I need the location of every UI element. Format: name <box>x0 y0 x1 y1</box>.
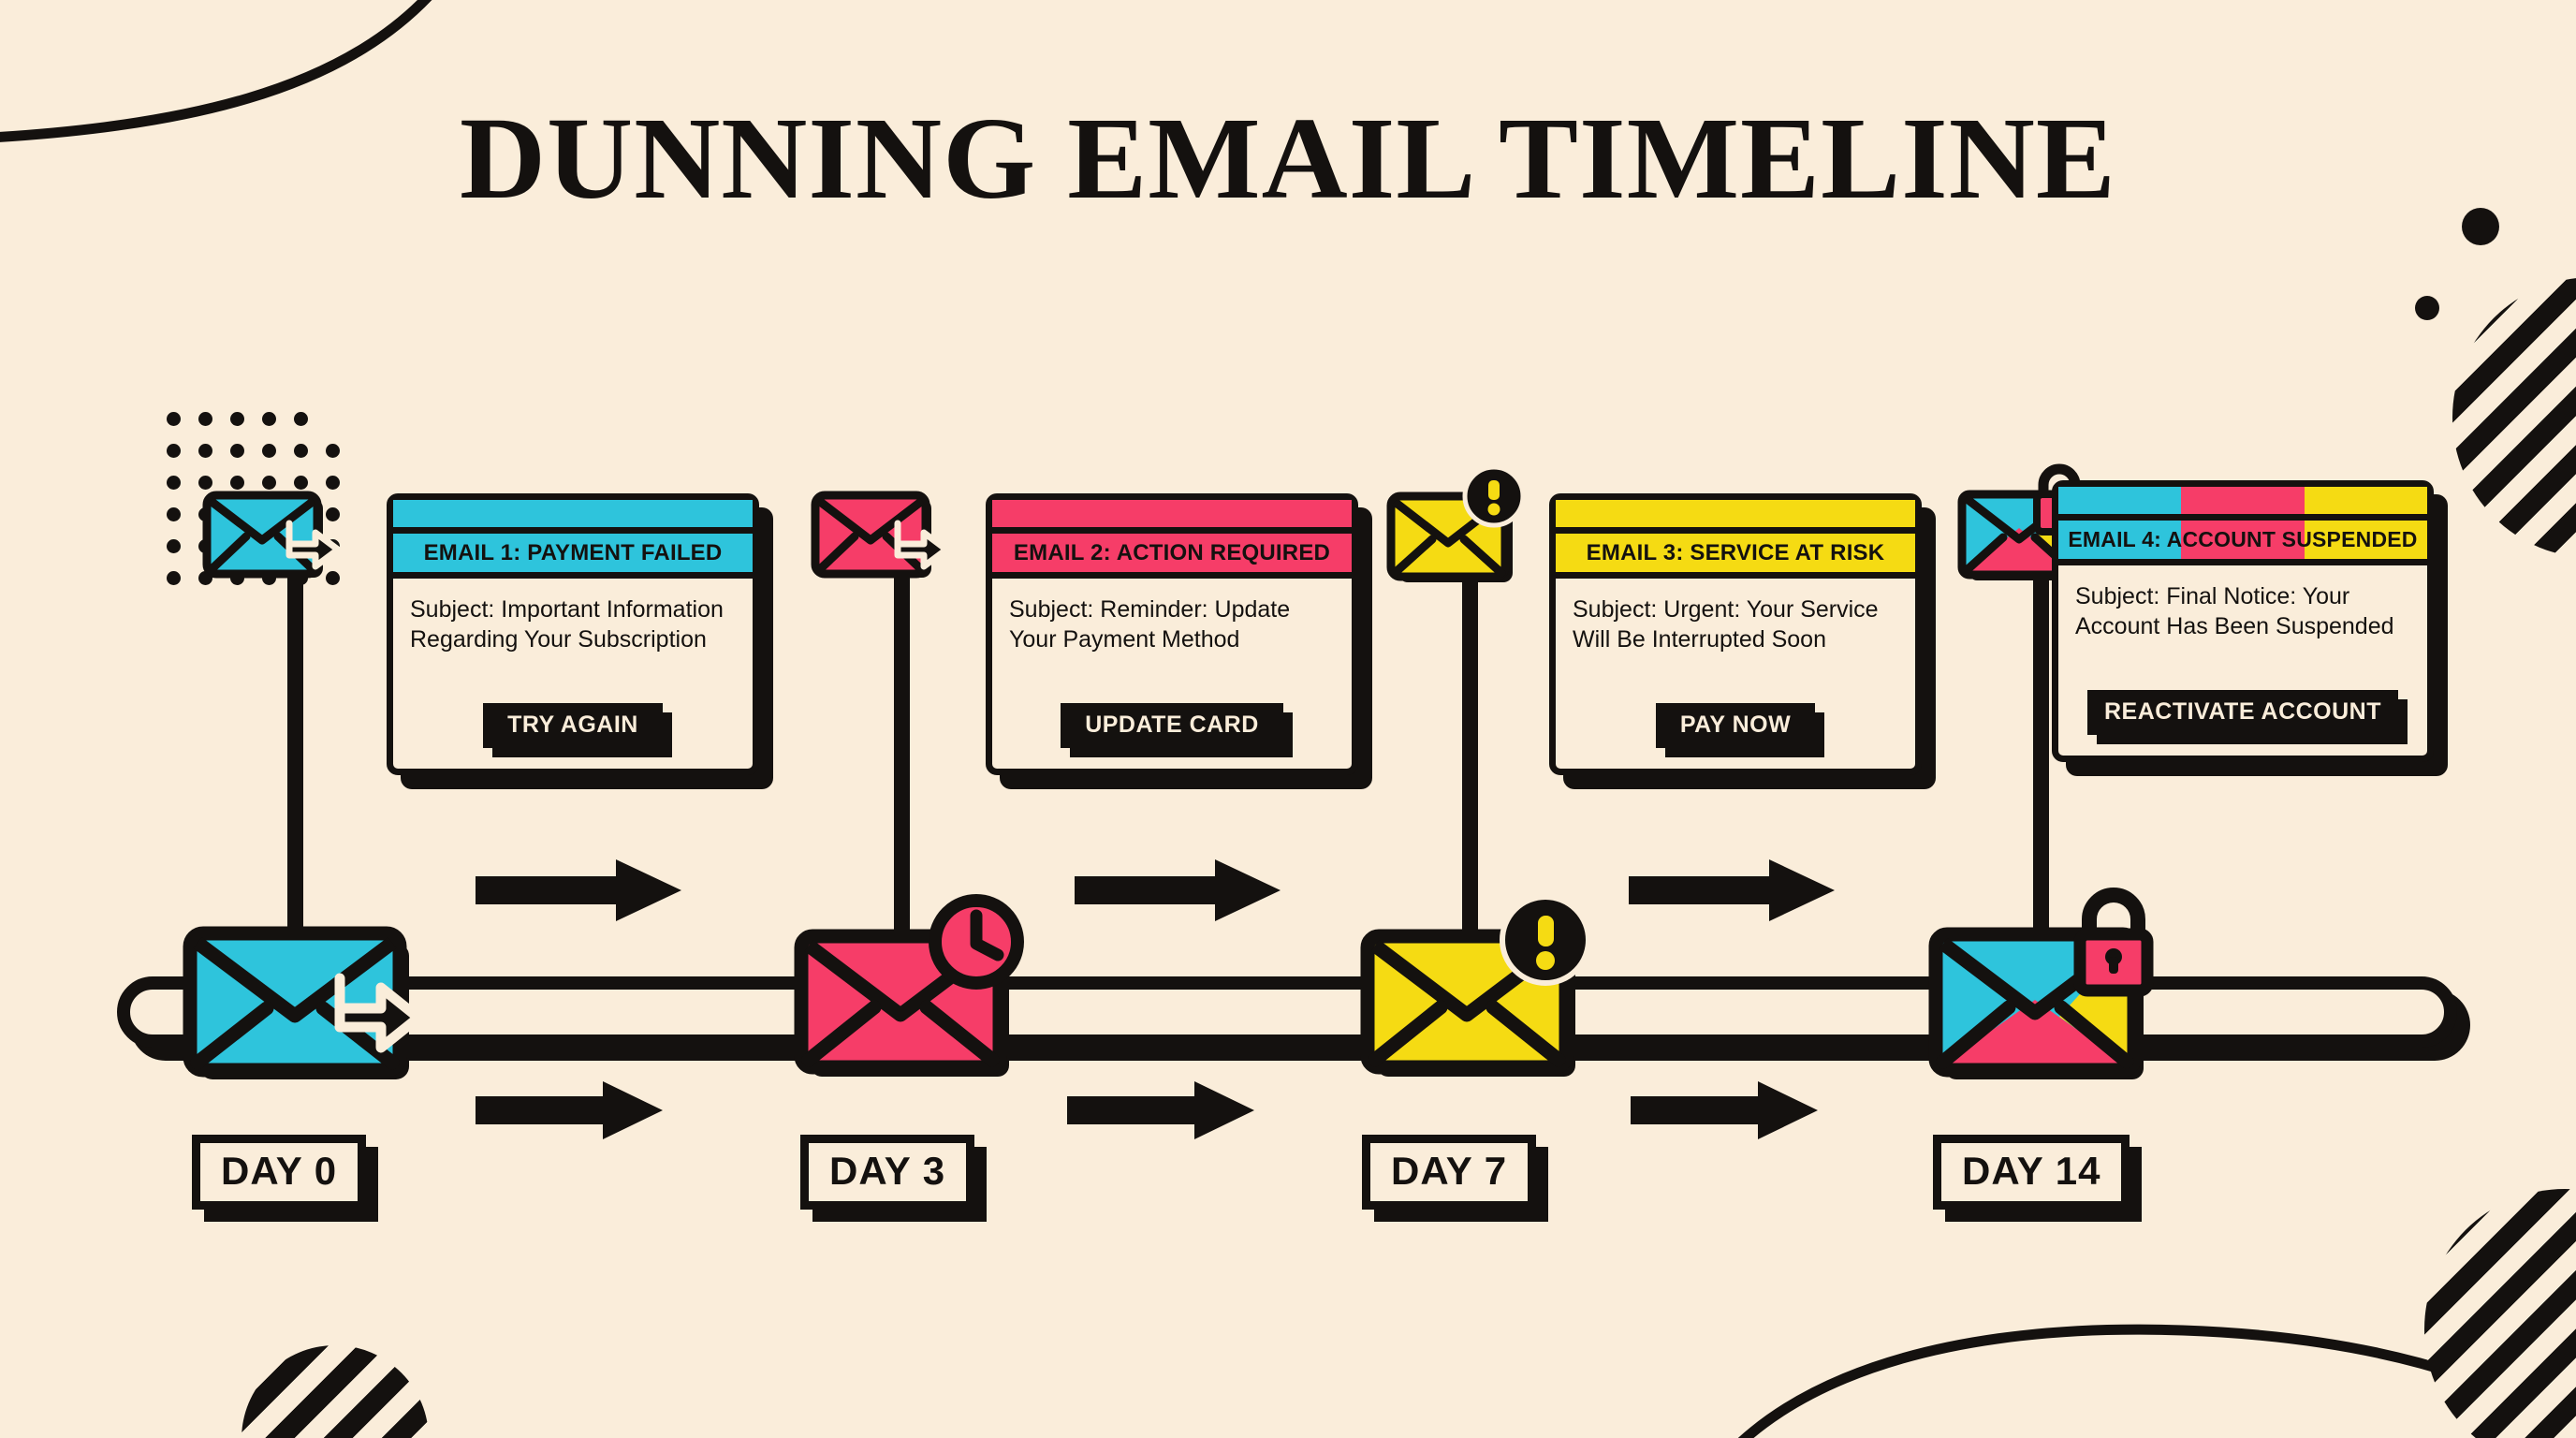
card-topbar <box>393 500 753 534</box>
card-topbar <box>992 500 1352 534</box>
envelope-arrow-icon-1 <box>192 491 347 585</box>
decorative-striped-circle-right <box>2452 277 2576 558</box>
email-card-2[interactable]: EMAIL 2: ACTION REQUIRED Subject: Remind… <box>986 493 1358 775</box>
milestone-envelope-day-0[interactable] <box>173 922 435 1091</box>
card-header-2: EMAIL 2: ACTION REQUIRED <box>992 534 1352 579</box>
decorative-striped-circle-bottom-left <box>242 1345 429 1438</box>
card-header-4: EMAIL 4: ACCOUNT SUSPENDED <box>2058 521 2427 565</box>
card-body: Subject: Important Information Regarding… <box>393 579 753 769</box>
connector-stem-3 <box>1462 524 1478 978</box>
day-label-3: DAY 3 <box>800 1135 975 1210</box>
envelope-alert-icon-3 <box>1376 464 1535 590</box>
envelope-arrow-icon-2 <box>800 491 956 585</box>
flow-arrow-icon <box>476 859 681 921</box>
cta-try-again[interactable]: TRY AGAIN <box>483 703 663 748</box>
card-topbar <box>1556 500 1915 534</box>
connector-stem-1 <box>287 524 303 978</box>
decorative-dot <box>2415 296 2439 320</box>
milestone-envelope-day-3[interactable] <box>784 894 1028 1093</box>
flow-arrow-icon <box>1629 859 1835 921</box>
day-label-7: DAY 7 <box>1362 1135 1537 1210</box>
card-header-1: EMAIL 1: PAYMENT FAILED <box>393 534 753 579</box>
cta-pay-now[interactable]: PAY NOW <box>1655 703 1816 748</box>
decorative-curve-bottom-right <box>1738 1324 2576 1438</box>
timeline-arrow-icon <box>1067 1081 1254 1139</box>
card-subject-2: Subject: Reminder: Update Your Payment M… <box>1009 596 1291 653</box>
card-header-4-label: EMAIL 4: ACCOUNT SUSPENDED <box>2068 527 2418 551</box>
card-header-3: EMAIL 3: SERVICE AT RISK <box>1556 534 1915 579</box>
decorative-dot <box>2462 208 2499 245</box>
email-card-4[interactable]: EMAIL 4: ACCOUNT SUSPENDED Subject: Fina… <box>2052 480 2434 762</box>
decorative-striped-circle-bottom-right <box>2424 1189 2576 1438</box>
milestone-envelope-day-7[interactable] <box>1351 894 1594 1093</box>
email-card-3[interactable]: EMAIL 3: SERVICE AT RISK Subject: Urgent… <box>1549 493 1922 775</box>
page-title: DUNNING EMAIL TIMELINE <box>460 95 2116 224</box>
connector-stem-2 <box>894 524 910 978</box>
connector-stem-4 <box>2033 524 2049 978</box>
card-subject-1: Subject: Important Information Regarding… <box>410 596 724 653</box>
timeline-arrow-icon <box>476 1081 663 1139</box>
milestone-envelope-day-14[interactable] <box>1919 888 2181 1098</box>
email-card-1[interactable]: EMAIL 1: PAYMENT FAILED Subject: Importa… <box>387 493 759 775</box>
card-body: Subject: Final Notice: Your Account Has … <box>2058 565 2427 756</box>
day-label-14: DAY 14 <box>1933 1135 2130 1210</box>
timeline-arrow-icon <box>1631 1081 1818 1139</box>
cta-update-card[interactable]: UPDATE CARD <box>1061 703 1283 748</box>
card-subject-4: Subject: Final Notice: Your Account Has … <box>2075 583 2394 639</box>
card-topbar-tri <box>2058 487 2427 521</box>
card-body: Subject: Reminder: Update Your Payment M… <box>992 579 1352 769</box>
day-label-0: DAY 0 <box>192 1135 367 1210</box>
card-body: Subject: Urgent: Your Service Will Be In… <box>1556 579 1915 769</box>
flow-arrow-icon <box>1075 859 1281 921</box>
card-subject-3: Subject: Urgent: Your Service Will Be In… <box>1573 596 1879 653</box>
cta-reactivate-account[interactable]: REACTIVATE ACCOUNT <box>2086 690 2399 735</box>
